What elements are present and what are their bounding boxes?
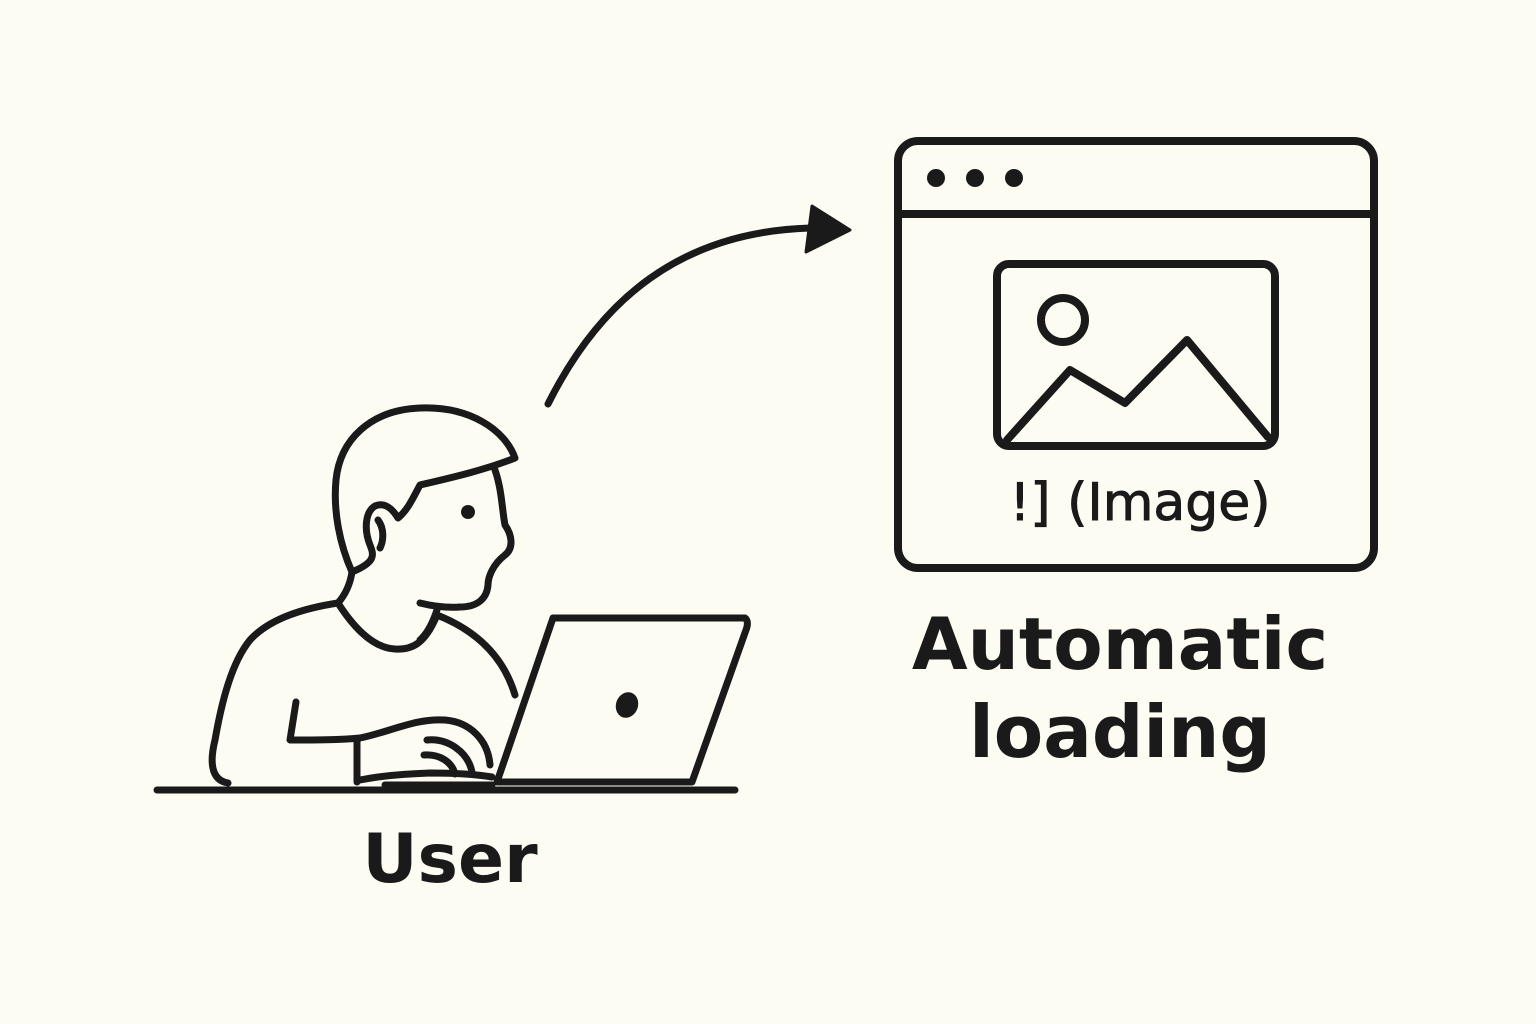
automatic-loading-line-1: Automatic [911,602,1329,686]
automatic-loading-label: Automatic loading [860,600,1380,776]
user-label: User [362,820,538,899]
image-frame [993,260,1279,450]
face-profile [416,466,515,611]
curved-arrow-icon [544,204,852,408]
head-outline [331,404,519,576]
arrow-curve [544,224,814,408]
mountain-shape [1003,336,1272,444]
browser-window-icon [894,137,1378,572]
ear-detail [374,516,387,552]
laptop-logo [615,692,639,718]
right-shoulder [433,611,519,699]
finger-3 [356,769,496,784]
automatic-loading-line-2: loading [969,690,1271,774]
image-caption: !] (Image) [1009,473,1271,534]
torso-outline [208,599,342,787]
forearm [286,698,494,769]
arrow-head [804,204,852,254]
window-dot-1 [927,169,945,187]
person-at-laptop-icon [153,404,751,794]
laptop-screen [493,614,751,786]
collar [334,599,441,653]
browser-frame [894,137,1378,572]
sun-circle [1037,294,1089,346]
finger-1 [423,736,476,776]
window-dot-3 [1005,169,1023,187]
image-placeholder-icon [993,260,1279,450]
eye [461,505,475,519]
window-dot-2 [966,169,984,187]
